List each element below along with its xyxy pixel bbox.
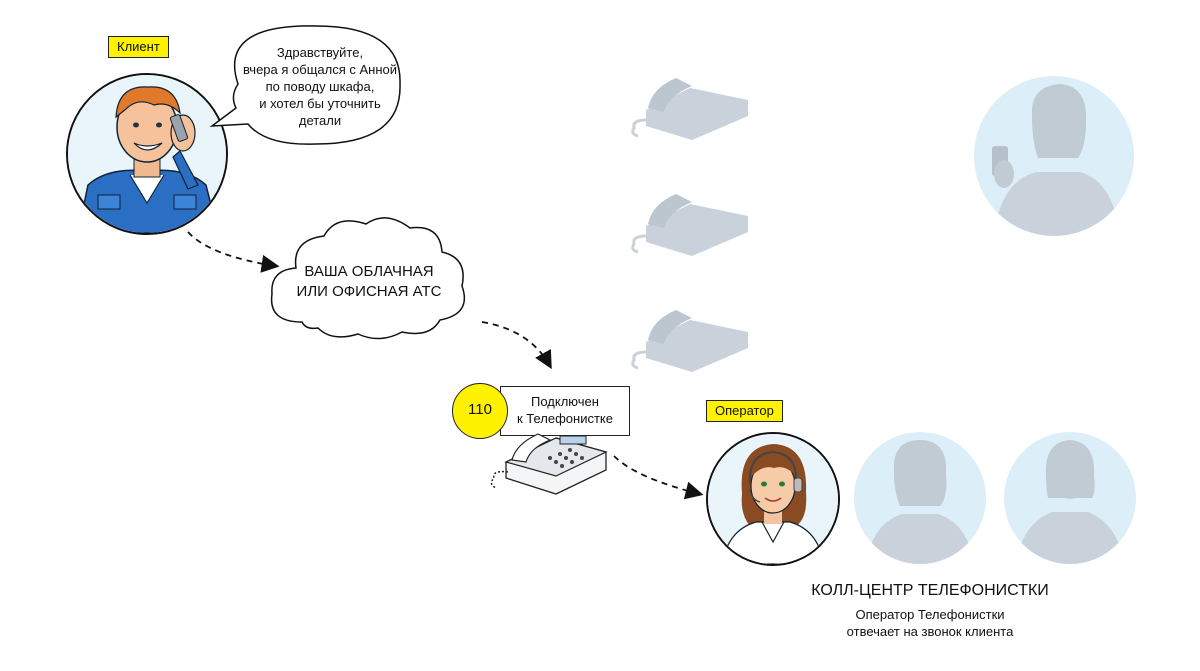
status-line-1: Подключен: [531, 394, 599, 409]
desk-phone-icon: [631, 78, 748, 140]
status-line-2: к Телефонистке: [516, 411, 613, 426]
client-portrait-icon: [68, 75, 226, 233]
arrow-pbx-to-phone: [481, 321, 552, 370]
desk-phone-icon: [490, 433, 608, 495]
inactive-operator-avatar: [1004, 432, 1136, 564]
operator-portrait-icon: [708, 434, 838, 564]
person-silhouette-icon: [992, 84, 1120, 236]
client-avatar: [66, 73, 228, 235]
person-silhouette-icon: [1016, 440, 1124, 564]
client-speech-text: Здравствуйте, вчера я общался с Анной по…: [242, 45, 398, 128]
operator-avatar: [706, 432, 840, 566]
inactive-operator-avatar: [854, 432, 986, 564]
desk-phone-icon: [631, 194, 748, 256]
cloud-icon: [270, 217, 466, 340]
call-center-description: Оператор Телефонистки отвечает на звонок…: [846, 607, 1014, 639]
person-silhouette-icon: [866, 440, 974, 564]
pbx-label: ВАША ОБЛАЧНАЯ ИЛИ ОФИСНАЯ АТС: [296, 263, 442, 300]
operator-label: Оператор: [706, 400, 783, 422]
call-center-title: КОЛЛ-ЦЕНТР ТЕЛЕФОНИСТКИ: [811, 582, 1049, 599]
client-label: Клиент: [108, 36, 169, 58]
arrow-phone-to-operator: [613, 455, 704, 500]
inactive-client-avatar: [974, 76, 1134, 236]
extension-number-badge: 110: [452, 383, 508, 439]
desk-phone-icon: [631, 310, 748, 372]
speech-bubble: [209, 25, 401, 145]
